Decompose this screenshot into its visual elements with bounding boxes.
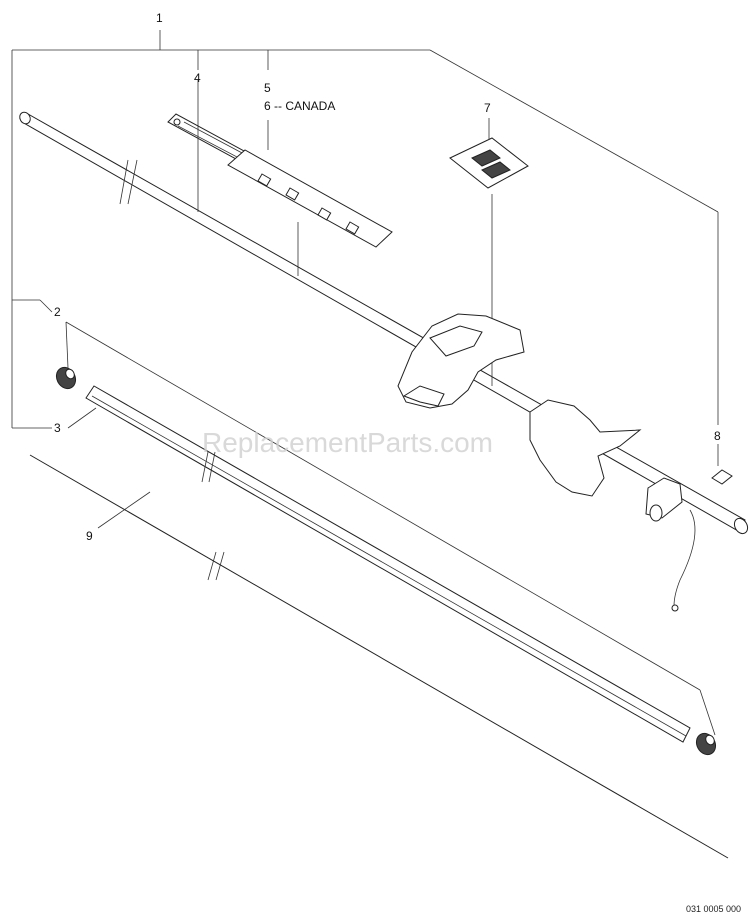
callout-1: 1 [156, 11, 163, 25]
bushing [55, 366, 717, 756]
shaft-tube [19, 111, 749, 535]
callout-2-3-leaders [11, 299, 716, 736]
document-number: 031 0005 000 [686, 904, 741, 914]
watermark-text: ReplacementParts.com [202, 427, 493, 458]
callout-6: 6 -- CANADA [264, 99, 335, 113]
callout-3: 3 [54, 421, 61, 435]
callout-4: 4 [194, 71, 201, 85]
safety-label [227, 120, 393, 276]
callout-5: 5 [264, 81, 271, 95]
throttle-housing [397, 313, 525, 409]
callout-8: 8 [714, 429, 721, 443]
small-label [711, 469, 733, 485]
drive-cable [29, 454, 729, 859]
callout-2: 2 [54, 305, 61, 319]
drive-shaft-liner [85, 385, 691, 743]
callout-7: 7 [484, 101, 491, 115]
handle-bracket [529, 399, 696, 612]
callout-9: 9 [86, 529, 93, 543]
brand-decal [449, 118, 529, 386]
callout-1-leaders [11, 30, 719, 425]
